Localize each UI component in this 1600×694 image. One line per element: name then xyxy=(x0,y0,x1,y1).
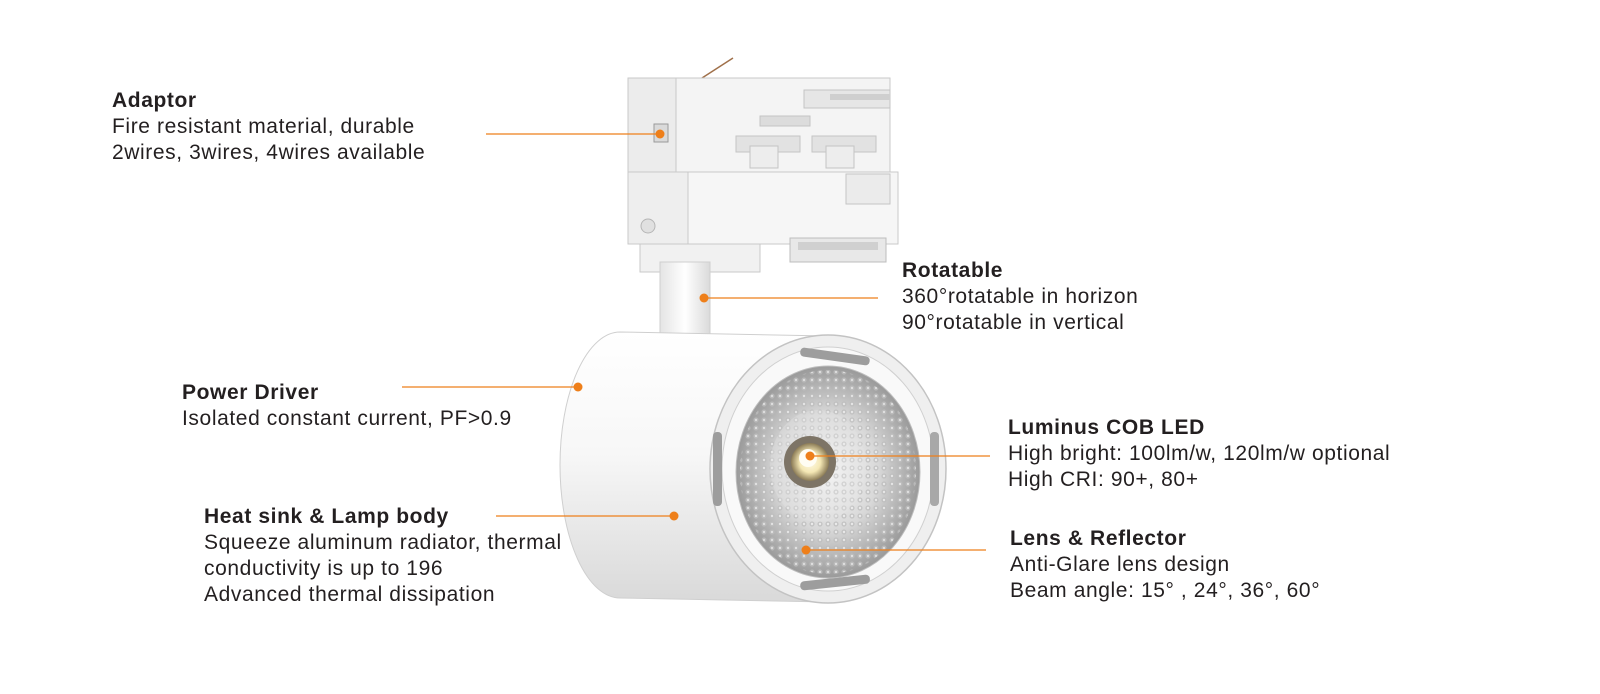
callout-line: 90°rotatable in vertical xyxy=(902,311,1125,334)
callout-title: Rotatable xyxy=(902,259,1004,282)
adaptor-part xyxy=(627,77,899,273)
callout-title: Heat sink & Lamp body xyxy=(204,505,449,528)
callout-lens-reflector: Lens & Reflector Anti-Glare lens design … xyxy=(1010,526,1320,604)
heat-sink-marker xyxy=(669,511,679,521)
callout-heat-sink: Heat sink & Lamp body Squeeze aluminum r… xyxy=(204,504,562,608)
callout-line: Beam angle: 15° , 24°, 36°, 60° xyxy=(1010,579,1321,602)
rotatable-stem xyxy=(659,261,711,345)
callout-line: 360°rotatable in horizon xyxy=(902,285,1139,308)
callout-cob-led: Luminus COB LED High bright: 100lm/w, 12… xyxy=(1008,415,1390,493)
cob-led-marker xyxy=(805,451,815,461)
leader-lines xyxy=(402,129,990,555)
adaptor-marker xyxy=(655,129,665,139)
callout-rotatable: Rotatable 360°rotatable in horizon 90°ro… xyxy=(902,258,1138,336)
rotatable-marker xyxy=(699,293,709,303)
callout-line: Squeeze aluminum radiator, thermal xyxy=(204,531,562,554)
callout-power-driver: Power Driver Isolated constant current, … xyxy=(182,380,512,432)
callout-line: Isolated constant current, PF>0.9 xyxy=(182,407,512,430)
callout-title: Lens & Reflector xyxy=(1010,527,1187,550)
callout-title: Power Driver xyxy=(182,381,319,404)
callout-line: High CRI: 90+, 80+ xyxy=(1008,468,1199,491)
callout-line: 2wires, 3wires, 4wires available xyxy=(112,141,426,164)
callout-line: Fire resistant material, durable xyxy=(112,115,415,138)
lens-marker xyxy=(801,545,811,555)
wire xyxy=(701,57,734,79)
callout-title: Adaptor xyxy=(112,89,197,112)
callout-adaptor: Adaptor Fire resistant material, durable… xyxy=(112,88,425,166)
callout-title: Luminus COB LED xyxy=(1008,416,1205,439)
callout-line: High bright: 100lm/w, 120lm/w optional xyxy=(1008,442,1391,465)
callout-line: Anti-Glare lens design xyxy=(1010,553,1230,576)
callout-line: conductivity is up to 196 xyxy=(204,557,444,580)
power-driver-marker xyxy=(573,382,583,392)
cob-led xyxy=(784,436,836,488)
callout-line: Advanced thermal dissipation xyxy=(204,583,496,606)
